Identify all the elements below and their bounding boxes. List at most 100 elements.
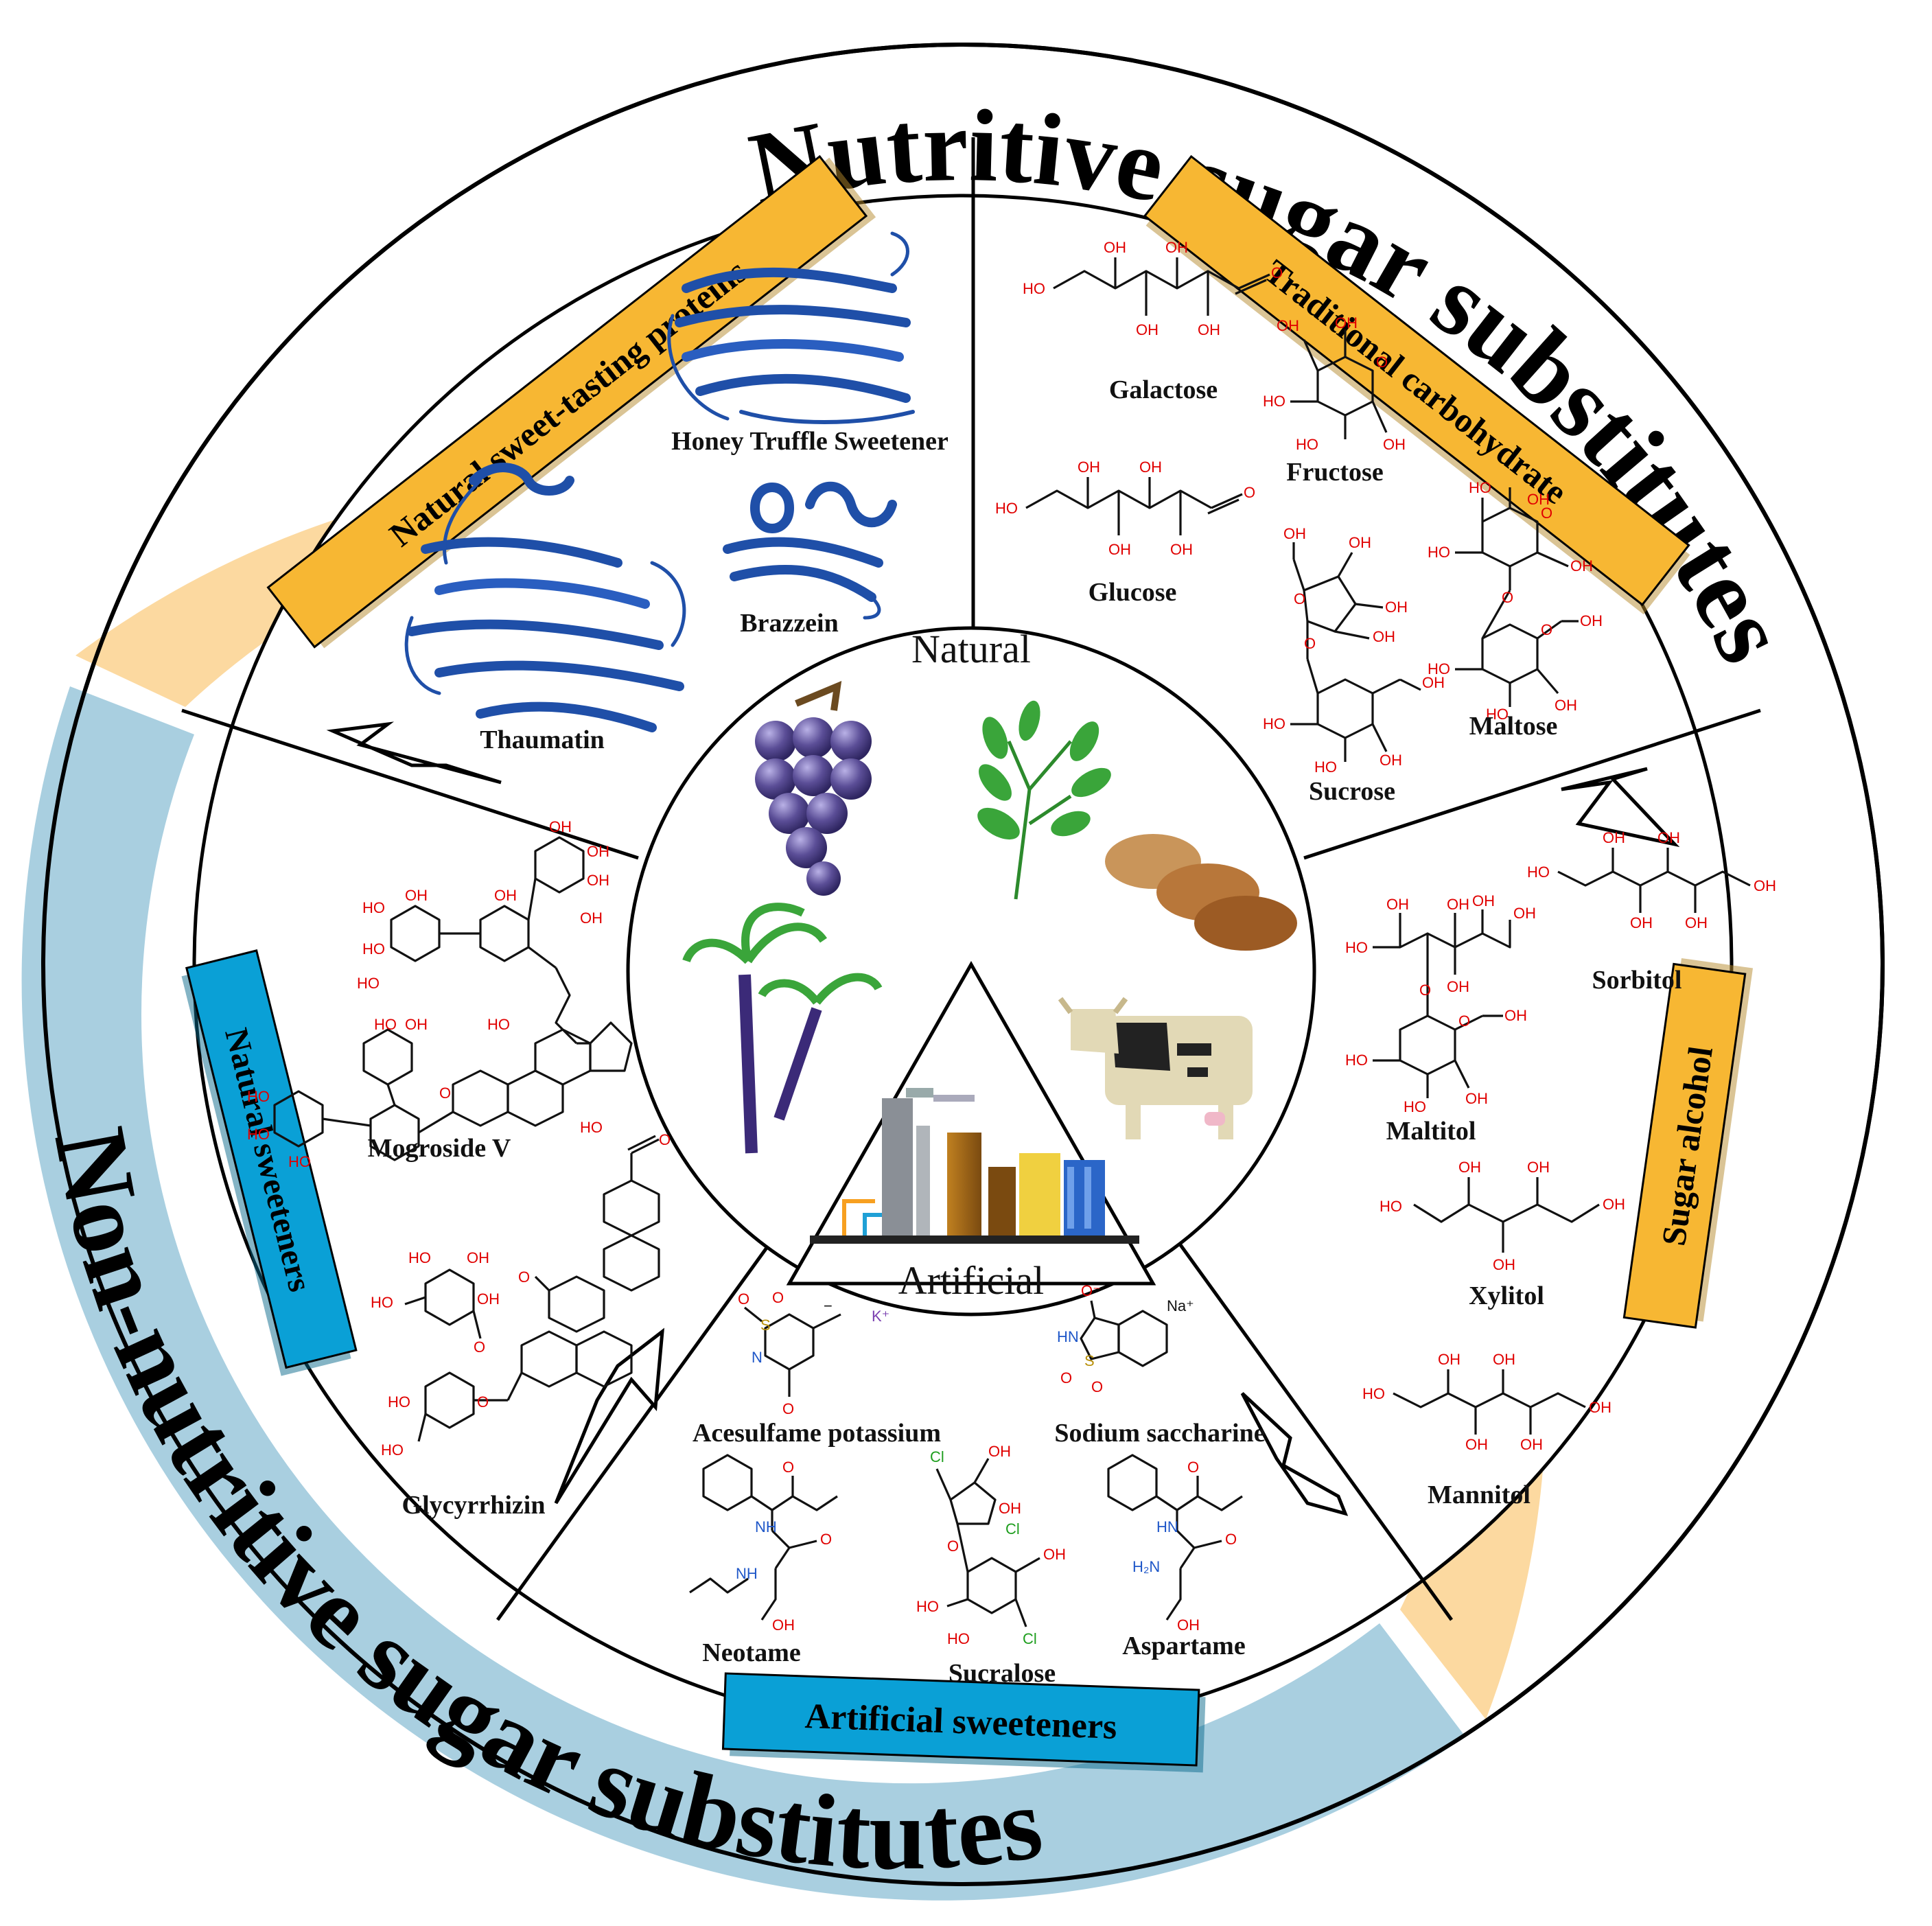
factory-icon [810, 1088, 1139, 1244]
svg-text:O: O [820, 1531, 832, 1548]
arrow-to-artificial [1240, 1392, 1349, 1516]
acesulfame-label: Acesulfame potassium [693, 1419, 941, 1448]
glycyrrhizin-label: Glycyrrhizin [402, 1491, 546, 1520]
svg-text:HO: HO [357, 975, 380, 992]
svg-text:HO: HO [995, 500, 1018, 517]
sorbitol-structure: HO OH OH OH OH OH [1527, 829, 1776, 931]
svg-text:OH: OH [999, 1500, 1021, 1517]
svg-text:OH: OH [405, 887, 428, 904]
svg-text:HO: HO [487, 1016, 510, 1033]
svg-text:HO: HO [247, 1126, 270, 1143]
svg-text:O: O [1502, 589, 1513, 606]
svg-text:OH: OH [1170, 541, 1193, 558]
honey-truffle-structure [667, 231, 915, 424]
label-natural-sweeteners: Natural sweeteners [181, 949, 358, 1376]
svg-text:OH: OH [1493, 1256, 1515, 1273]
arrow-to-sugar-alcohol [1561, 767, 1680, 848]
svg-text:O: O [659, 1131, 671, 1148]
svg-text:OH: OH [1177, 1616, 1200, 1634]
svg-text:OH: OH [1108, 541, 1131, 558]
glycyrrhizin-structure: HO O O HO OH HO OH O HO HO O [371, 1119, 671, 1459]
svg-text:OH: OH [1373, 628, 1395, 645]
svg-text:OH: OH [1493, 1351, 1515, 1368]
fructose-structure: OH OH HO HO OH O [1263, 314, 1406, 453]
aspartame-structure: HN H₂N O O OH [1107, 1454, 1243, 1634]
svg-text:Cl: Cl [930, 1448, 944, 1465]
brazzein-label: Brazzein [740, 609, 839, 638]
mogroside-structure: HO HO OH OH OH OH OH OH HO HO HO HO HO H… [247, 818, 633, 1170]
arrow-to-proteins [326, 721, 502, 785]
svg-text:O: O [782, 1400, 794, 1417]
svg-text:HO: HO [362, 899, 385, 916]
svg-text:HO: HO [1486, 706, 1509, 723]
svg-text:O: O [1541, 504, 1552, 522]
svg-text:HO: HO [381, 1441, 404, 1459]
sucrose-label: Sucrose [1309, 777, 1395, 806]
svg-text:HO: HO [1296, 436, 1318, 453]
svg-text:O: O [1244, 484, 1255, 501]
svg-text:OH: OH [1139, 459, 1162, 476]
svg-text:O: O [1419, 982, 1431, 999]
maltitol-label: Maltitol [1386, 1117, 1476, 1146]
svg-text:HO: HO [1263, 715, 1285, 732]
svg-text:OH: OH [1438, 1351, 1460, 1368]
svg-text:OH: OH [988, 1443, 1011, 1460]
svg-text:O: O [518, 1268, 530, 1286]
svg-text:OH: OH [587, 843, 609, 860]
svg-text:O: O [738, 1290, 749, 1308]
svg-text:OH: OH [1383, 436, 1406, 453]
svg-text:N: N [752, 1349, 763, 1366]
svg-text:HO: HO [916, 1598, 939, 1615]
svg-text:HO: HO [1345, 1052, 1368, 1069]
svg-text:OH: OH [1603, 1196, 1625, 1213]
svg-text:HO: HO [1362, 1385, 1385, 1402]
svg-text:OH: OH [1386, 896, 1409, 913]
svg-text:O: O [1294, 590, 1305, 607]
saccharine-structure: O⁻ HN S O O Na⁺ [1057, 1282, 1194, 1395]
svg-text:OH: OH [1136, 321, 1159, 338]
svg-text:OH: OH [1380, 752, 1402, 769]
svg-text:OH: OH [549, 818, 572, 835]
protein-ribbon-icon [404, 231, 915, 732]
stevia-leaf-icon [977, 700, 1111, 900]
svg-text:Cl: Cl [1005, 1520, 1020, 1538]
svg-text:S: S [1084, 1352, 1095, 1369]
maltose-label: Maltose [1469, 712, 1558, 741]
svg-text:HO: HO [408, 1249, 431, 1266]
svg-text:OH: OH [1555, 697, 1577, 714]
svg-text:O: O [1376, 353, 1388, 371]
svg-text:O: O [772, 1289, 784, 1306]
svg-text:OH: OH [494, 887, 517, 904]
sucrose-structure: OH OH OH OH O O OH HO HO OH [1263, 525, 1445, 776]
svg-text:OH: OH [405, 1016, 428, 1033]
neotame-label: Neotame [702, 1638, 800, 1667]
svg-text:HO: HO [1469, 479, 1491, 496]
svg-text:OH: OH [1657, 829, 1680, 846]
svg-text:O: O [474, 1338, 485, 1356]
svg-text:O: O [1541, 621, 1552, 638]
saccharine-label: Sodium saccharine [1054, 1419, 1265, 1448]
svg-text:HO: HO [947, 1630, 970, 1647]
svg-text:OH: OH [1685, 914, 1708, 931]
svg-text:OH: OH [1504, 1007, 1527, 1024]
brazzein-structure [723, 481, 897, 620]
grapes-icon [755, 681, 872, 896]
svg-text:HO: HO [580, 1119, 603, 1136]
svg-text:OH: OH [1422, 674, 1445, 691]
neotame-structure: NH NH O O OH [689, 1454, 838, 1634]
svg-text:OH: OH [1527, 1159, 1550, 1176]
svg-text:S: S [760, 1316, 771, 1334]
svg-text:NH: NH [755, 1518, 777, 1535]
svg-text:O: O [439, 1084, 451, 1102]
svg-text:HO: HO [362, 940, 385, 958]
svg-text:O: O [1458, 1012, 1470, 1030]
honey-truffle-label: Honey Truffle Sweetener [671, 427, 948, 456]
thaumatin-structure [404, 463, 686, 732]
svg-text:Na⁺: Na⁺ [1167, 1297, 1194, 1314]
xylitol-structure: HO OH OH OH OH [1380, 1159, 1625, 1273]
svg-text:OH: OH [477, 1290, 500, 1308]
glucose-label: Glucose [1089, 578, 1177, 607]
svg-text:OH: OH [1283, 525, 1306, 542]
fructose-label: Fructose [1286, 458, 1383, 487]
